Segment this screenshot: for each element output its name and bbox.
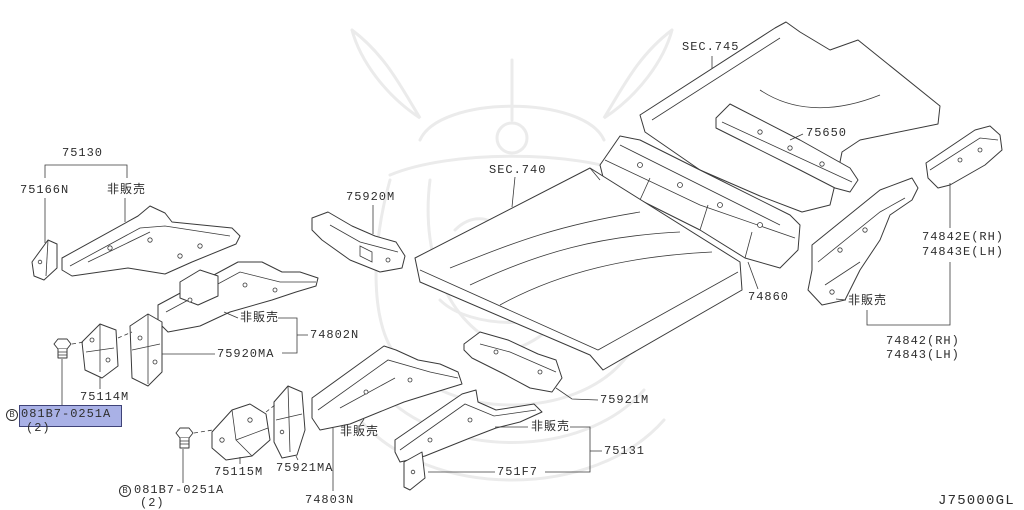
callout-75115m[interactable]: 75115M: [214, 465, 264, 479]
leader-75650: [789, 133, 804, 141]
part-74842-side-member: [807, 177, 919, 306]
part-74842e-side-extension: [925, 125, 1003, 189]
part-75130-front-side-member: [61, 205, 241, 277]
part-75114m-bracket: [81, 323, 119, 379]
not-for-sale-note: 非販売: [848, 294, 888, 308]
watermark-horn-right: [602, 28, 674, 120]
bracket-75131: [545, 426, 602, 473]
bracket-74842: [866, 262, 951, 326]
not-for-sale-note: 非販売: [340, 425, 380, 439]
callout-75921m[interactable]: 75921M: [600, 393, 650, 407]
leader-74860: [747, 261, 759, 290]
callout-74802n[interactable]: 74802N: [310, 328, 360, 342]
part-75921ma-bracket: [273, 385, 306, 459]
bolt-symbol-b-icon: B: [6, 409, 18, 421]
callout-74843-lh[interactable]: 74843(LH): [886, 348, 960, 362]
callout-75921ma[interactable]: 75921MA: [276, 461, 334, 475]
watermark-crest-disc: [495, 121, 529, 155]
leader-75921ma: [295, 455, 299, 461]
watermark-helmet-top: [418, 104, 606, 142]
callout-75650[interactable]: 75650: [806, 126, 848, 140]
callout-74842e-rh[interactable]: 74842E(RH): [922, 230, 1005, 244]
part-74803n-lower-member: [311, 345, 463, 431]
part-75650-crossmember: [715, 103, 859, 193]
callout-75920m[interactable]: 75920M: [346, 190, 396, 204]
callout-74860[interactable]: 74860: [748, 290, 790, 304]
leader-not-for-sale-74802n: [223, 311, 239, 319]
rear-floor-sec745: [639, 21, 941, 213]
part-75921m-bracket: [463, 331, 563, 393]
assembly-dashed-lines: [71, 331, 277, 434]
section-label-sec740[interactable]: SEC.740: [489, 163, 547, 177]
figure-code: J75000GL: [938, 493, 1015, 509]
not-for-sale-note: 非販売: [107, 183, 147, 197]
leader-75921m: [555, 387, 599, 401]
part-75166n-bracket: [31, 239, 58, 281]
leader-lines: [44, 56, 951, 491]
part-75115m-bracket: [211, 403, 271, 461]
floor-pan-sec740: [414, 167, 743, 371]
not-for-sale-note: 非販売: [531, 420, 571, 434]
not-for-sale-note: 非販売: [240, 311, 280, 325]
section-label-sec745[interactable]: SEC.745: [682, 40, 740, 54]
callout-74842-rh[interactable]: 74842(RH): [886, 334, 960, 348]
part-751f7-plate: [403, 451, 426, 491]
watermark-plate-3: [358, 418, 666, 482]
leader-sec740: [511, 176, 516, 208]
callout-bolt-part-number[interactable]: 081B7-0251A: [21, 407, 112, 421]
callout-75114m[interactable]: 75114M: [80, 390, 130, 404]
callout-74803n[interactable]: 74803N: [305, 493, 355, 507]
part-75920m-bracket: [311, 211, 406, 273]
callout-75131[interactable]: 75131: [604, 444, 646, 458]
callout-75920ma[interactable]: 75920MA: [217, 347, 275, 361]
callout-bolt-part-number[interactable]: 081B7-0251A: [134, 483, 225, 497]
bracket-75130: [44, 164, 128, 178]
watermark-horn-left: [350, 28, 422, 120]
callout-74843e-lh[interactable]: 74843E(LH): [922, 245, 1005, 259]
bolt-081b7-0251a-left: [53, 338, 72, 359]
bolt-quantity: (2): [140, 496, 165, 510]
callout-751f7[interactable]: 751F7: [497, 465, 539, 479]
bolt-symbol-b-icon: B: [119, 485, 131, 497]
leader-not-for-sale-74842: [835, 298, 847, 301]
watermark-plate-2: [378, 388, 646, 444]
bolt-quantity: (2): [26, 421, 51, 435]
callout-75130[interactable]: 75130: [62, 146, 104, 160]
part-74802n-lower-member: [157, 261, 319, 333]
watermark-flap-left: [374, 178, 402, 362]
bracket-74802n: [278, 317, 308, 354]
bolt-081b7-0251a-lower: [175, 427, 194, 449]
callout-75166n[interactable]: 75166N: [20, 183, 70, 197]
leader-not-for-sale-74803n: [359, 418, 365, 426]
part-75131-member: [394, 389, 543, 463]
selected-callout-highlight: [19, 405, 122, 427]
part-75920ma-bracket: [129, 313, 163, 387]
